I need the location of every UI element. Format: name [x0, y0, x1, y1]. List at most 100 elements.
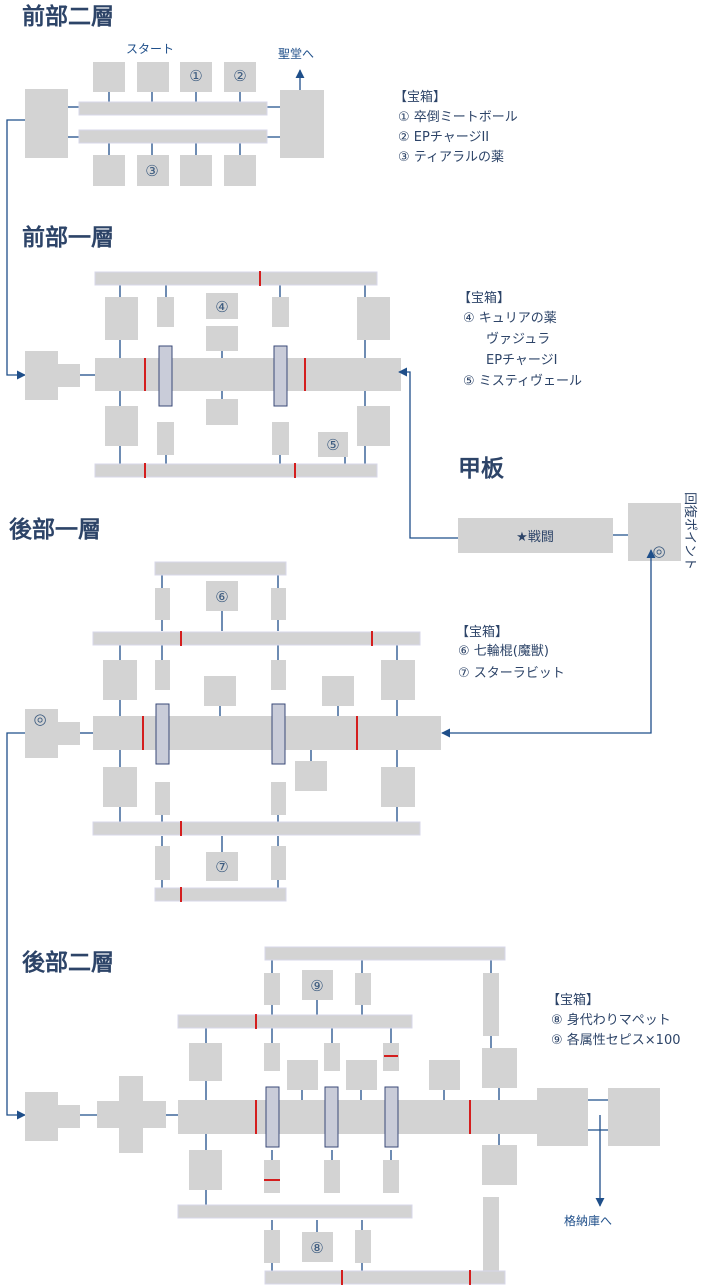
storage-access — [608, 1088, 660, 1146]
floor-title-rear-2: 後部二層 — [22, 949, 114, 976]
recovery-marker: ◎ — [652, 542, 665, 560]
corridor — [92, 631, 421, 646]
legend-item: ⑨ 各属性セピス×100 — [551, 1032, 681, 1048]
start-label: スタート — [126, 42, 174, 56]
main-hall — [93, 716, 441, 750]
rear-floor-1: 後部一層 — [9, 516, 565, 902]
east-hall — [537, 1088, 588, 1146]
chest-marker-1: ① — [189, 67, 202, 85]
room — [157, 297, 174, 327]
room — [383, 1160, 399, 1193]
front-floor-1: 前部一層 — [22, 224, 582, 478]
room — [93, 62, 125, 92]
deck: 甲板 ★戦闘 ◎ 回復ポイント — [398, 367, 698, 738]
chest-marker-2: ② — [233, 67, 246, 85]
room — [180, 155, 212, 186]
room — [482, 1048, 517, 1088]
battle-area — [458, 518, 613, 553]
room — [324, 1160, 340, 1193]
room — [429, 1060, 460, 1090]
room — [271, 660, 286, 690]
room — [264, 973, 280, 1005]
pillar — [271, 703, 286, 765]
legend-item: ⑤ ミスティヴェール — [463, 373, 582, 389]
battle-label: ★戦闘 — [516, 530, 554, 545]
room — [272, 422, 289, 455]
room — [103, 767, 137, 807]
room-chest-8 — [302, 1232, 333, 1262]
room — [346, 1060, 377, 1090]
chest-marker-9: ⑨ — [310, 977, 323, 995]
pillar — [324, 1086, 339, 1148]
heal-marker: ◎ — [33, 710, 46, 728]
pillar — [384, 1086, 399, 1148]
legend-item: ⑦ スターラビット — [458, 666, 565, 681]
room — [483, 973, 499, 1036]
corridor — [177, 1204, 413, 1219]
room-chest-3 — [137, 155, 169, 186]
room — [271, 846, 286, 880]
legend-item: ⑧ 身代わりマペット — [551, 1012, 671, 1028]
room — [482, 1145, 517, 1185]
corridor — [154, 561, 287, 576]
room — [224, 155, 256, 186]
floor-title-rear-1: 後部一層 — [9, 516, 101, 543]
deck-link-front — [398, 367, 458, 539]
stair-link — [6, 119, 26, 380]
front-floor-2: 前部二層 スタート 聖堂へ ① ② ③ 【宝箱】 ① 卒倒ミート — [22, 3, 518, 186]
legend-item: ⑥ 七輪棍(魔獣) — [458, 643, 549, 659]
room — [322, 676, 354, 706]
pillar — [158, 345, 173, 407]
room — [381, 767, 415, 807]
pillar — [273, 345, 288, 407]
room — [357, 297, 390, 340]
corridor — [94, 271, 378, 286]
legend-heading: 【宝箱】 — [456, 624, 508, 640]
chest-marker-7: ⑦ — [215, 858, 228, 876]
room — [483, 1197, 499, 1272]
room-chest-7 — [206, 852, 238, 881]
room — [93, 155, 125, 186]
room — [155, 846, 170, 880]
entry-room — [25, 351, 80, 400]
room — [295, 761, 327, 791]
room — [155, 782, 170, 815]
chest-marker-8: ⑧ — [310, 1239, 323, 1257]
sanctuary-label: 聖堂へ — [278, 47, 314, 61]
room-chest-6 — [206, 581, 238, 611]
corridor — [78, 129, 268, 144]
corridor — [78, 101, 268, 116]
entry-room — [25, 709, 80, 758]
floor-title-front-2: 前部二層 — [22, 3, 114, 30]
corridor — [264, 1270, 506, 1285]
chest-marker-4: ④ — [215, 298, 228, 316]
pillar — [265, 1086, 280, 1148]
legend-item: ① 卒倒ミートボール — [398, 110, 518, 125]
room — [155, 660, 170, 690]
corridor — [177, 1014, 413, 1029]
room-chest-1 — [180, 62, 212, 92]
room — [189, 1043, 222, 1081]
entry-room — [25, 1092, 80, 1141]
legend-heading: 【宝箱】 — [394, 89, 446, 105]
legend-item: EPチャージI — [486, 353, 558, 368]
room — [264, 1043, 280, 1071]
room — [271, 782, 286, 815]
room — [355, 973, 371, 1005]
corridor — [264, 946, 506, 961]
main-hall — [95, 358, 401, 391]
legend-heading: 【宝箱】 — [458, 290, 510, 306]
floor-title-front-1: 前部一層 — [22, 224, 114, 251]
room — [206, 326, 238, 351]
room — [105, 406, 138, 446]
sanctuary-hall — [280, 90, 324, 158]
room — [355, 1230, 371, 1263]
room — [357, 406, 390, 446]
chest-marker-3: ③ — [145, 162, 158, 180]
corridor — [92, 821, 421, 836]
pillar — [155, 703, 170, 765]
room — [155, 588, 170, 620]
west-hall — [25, 89, 68, 158]
floor-title-deck: 甲板 — [458, 456, 505, 482]
